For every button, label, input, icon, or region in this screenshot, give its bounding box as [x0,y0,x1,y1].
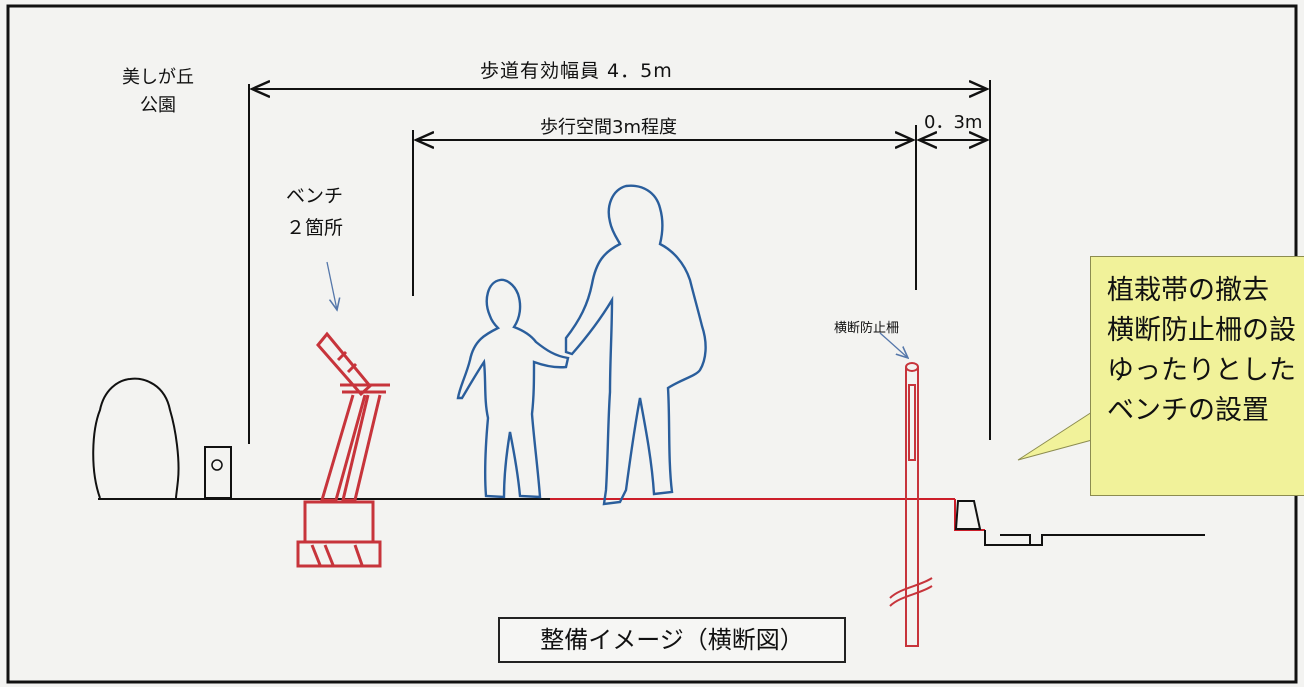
adult-icon [564,184,707,506]
ground [98,498,1205,546]
bench-pointer [326,261,337,310]
bench-label: ベンチ ２箇所 [286,180,343,244]
bench-label-line2: ２箇所 [286,217,344,239]
shrub-icon [92,377,180,499]
fence-post-icon [889,362,933,647]
child-icon [456,278,570,499]
callout-tail [1017,411,1093,461]
park-label-line2: 公園 [140,95,176,116]
callout-line-3: ゆったりとした [1107,355,1296,386]
dim-edge-label: 0．3m [924,112,983,133]
callout-line-4: ベンチの設置 [1107,395,1269,426]
callout-line-1: 植栽帯の撤去 [1107,275,1269,306]
curb-stone [954,500,982,530]
park-label-line1: 美しが丘 [122,67,194,88]
park-label: 美しが丘 公園 [122,64,194,120]
curb-red [954,499,985,531]
fence-pointer [879,332,908,358]
callout-box: 植栽帯の撤去 横断防止柵の設 ゆったりとした ベンチの設置 [1090,256,1304,496]
caption-box: 整備イメージ（横断図） [498,617,846,663]
bench-icon [296,331,390,568]
road-step [984,530,1205,546]
fence-label: 横断防止柵 [834,321,900,336]
dimension-lines [248,80,991,444]
bench-label-line1: ベンチ [286,185,344,207]
marker-post [204,446,232,499]
dim-walk-label: 歩行空間3m程度 [540,117,677,138]
callout-line-2: 横断防止柵の設 [1107,315,1296,346]
dim-total-label: 歩道有効幅員 4．5m [480,60,673,82]
